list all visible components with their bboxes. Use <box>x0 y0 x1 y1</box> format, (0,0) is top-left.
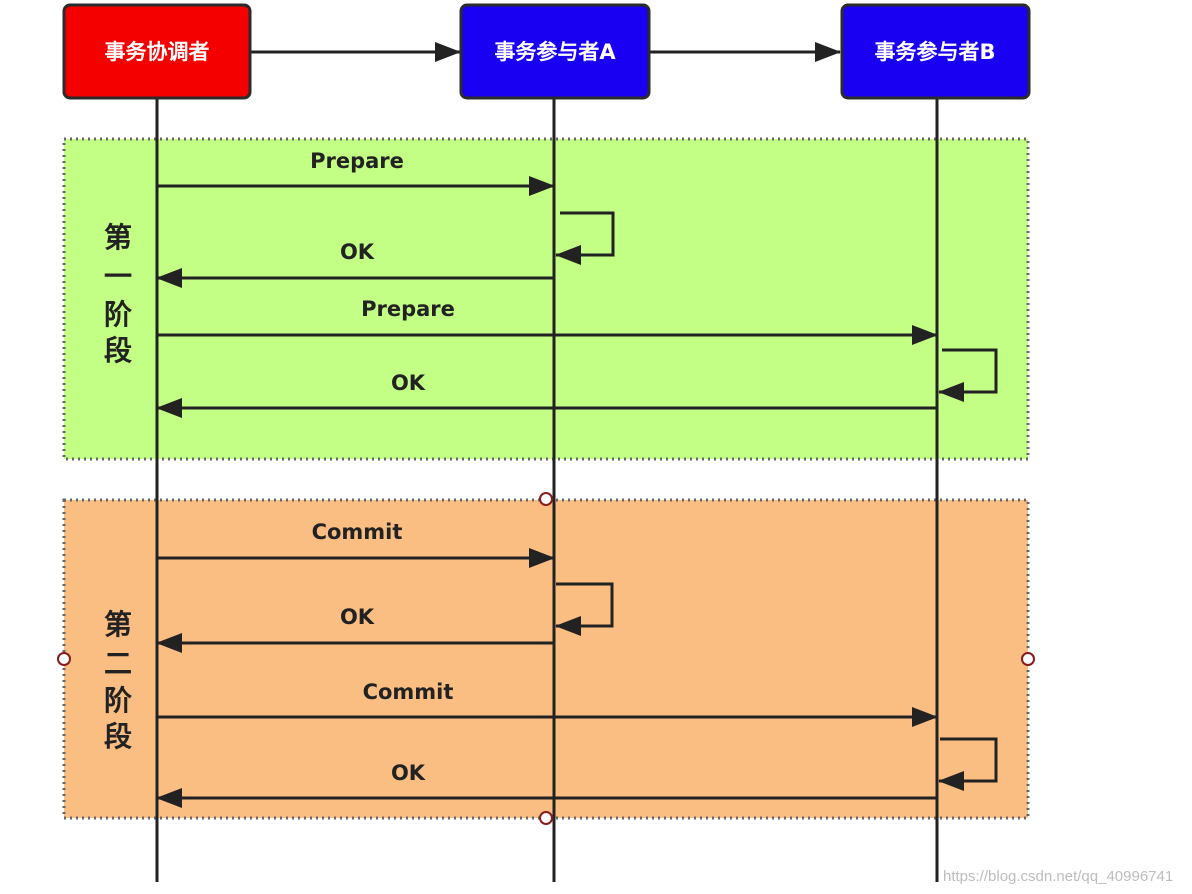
phase-2-label: 第 二 阶 段 <box>104 608 132 753</box>
actor-participant-a: 事务参与者A <box>459 3 651 100</box>
message-label: Commit <box>312 520 403 544</box>
phase-2-char: 二 <box>104 647 132 680</box>
message-label: Prepare <box>361 297 455 321</box>
message-label: Prepare <box>310 149 404 173</box>
phase-1-char: 一 <box>104 260 132 293</box>
phase-1-char: 段 <box>104 334 132 367</box>
watermark: https://blog.csdn.net/qq_40996741 <box>943 868 1173 885</box>
resize-handle-left[interactable] <box>57 652 71 666</box>
phase-2-box <box>62 498 1030 820</box>
self-message-arrow <box>555 582 614 636</box>
self-message-arrow <box>555 211 615 265</box>
phase-1-char: 第 <box>104 221 132 254</box>
message-label: OK <box>391 761 426 785</box>
self-message-arrow <box>938 737 998 791</box>
message-label: Commit <box>363 680 454 704</box>
resize-handle-right[interactable] <box>1021 652 1035 666</box>
actor-coordinator: 事务协调者 <box>62 3 252 100</box>
phase-2-char: 段 <box>104 720 132 753</box>
message-label: OK <box>340 240 375 264</box>
actor-coordinator-label: 事务协调者 <box>105 40 210 64</box>
phase-2-char: 第 <box>104 608 132 641</box>
message-label: OK <box>391 371 426 395</box>
self-message-arrow <box>938 348 998 402</box>
phase-1-char: 阶 <box>104 298 132 331</box>
actor-participant-b: 事务参与者B <box>840 3 1031 100</box>
phase-1-label: 第 一 阶 段 <box>104 221 132 367</box>
resize-handle-bottom[interactable] <box>539 811 553 825</box>
message-label: OK <box>340 605 375 629</box>
phase-2-char: 阶 <box>104 684 132 717</box>
actor-participant-a-label: 事务参与者A <box>494 40 616 64</box>
actor-participant-b-label: 事务参与者B <box>874 40 995 64</box>
resize-handle-top[interactable] <box>539 492 553 506</box>
